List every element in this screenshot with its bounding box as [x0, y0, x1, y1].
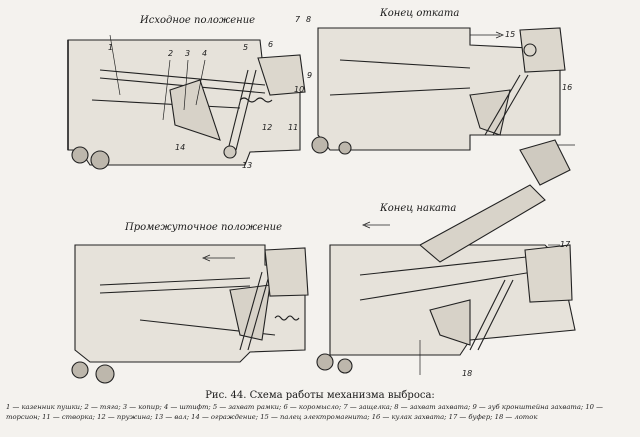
figure-caption-title: Рис. 44. Схема работы механизма выброса:	[205, 390, 435, 401]
figure-legend: 1 — казенник пушки; 2 — тяга; 3 — копир;…	[6, 403, 603, 421]
part-number: 16	[562, 83, 572, 92]
part-number: 18	[462, 369, 472, 378]
part-number: 8	[306, 15, 311, 24]
panel-a-drawing	[67, 34, 306, 170]
part-number: 3	[185, 49, 190, 58]
part-number: 5	[243, 43, 248, 52]
part-number: 13	[242, 161, 252, 170]
part-number: 14	[175, 143, 185, 152]
panel-d-drawing	[316, 139, 576, 375]
part-number: 11	[288, 123, 298, 132]
part-number: 4	[202, 49, 207, 58]
part-number: 10	[294, 85, 304, 94]
part-number: 12	[262, 123, 272, 132]
part-number: 6	[268, 40, 273, 49]
panel-title-recoil-end: Конец отката	[380, 8, 460, 19]
part-number: 1	[108, 43, 113, 52]
panel-title-intermediate: Промежуточное положение	[125, 222, 283, 233]
part-number: 7	[295, 15, 301, 24]
part-number: 2	[168, 49, 173, 58]
part-number: 17	[560, 240, 571, 249]
part-number: 9	[307, 71, 312, 80]
panel-c-drawing	[71, 244, 309, 384]
panel-title-counterrecoil-end: Конец наката	[380, 203, 457, 214]
panel-b-drawing	[311, 27, 575, 155]
panel-title-initial: Исходное положение	[140, 15, 256, 26]
part-numbers: 1 2 3 4 5 6 7 8 9 10 11 12 13 14 15 16 1…	[108, 15, 572, 378]
part-number: 15	[505, 30, 515, 39]
